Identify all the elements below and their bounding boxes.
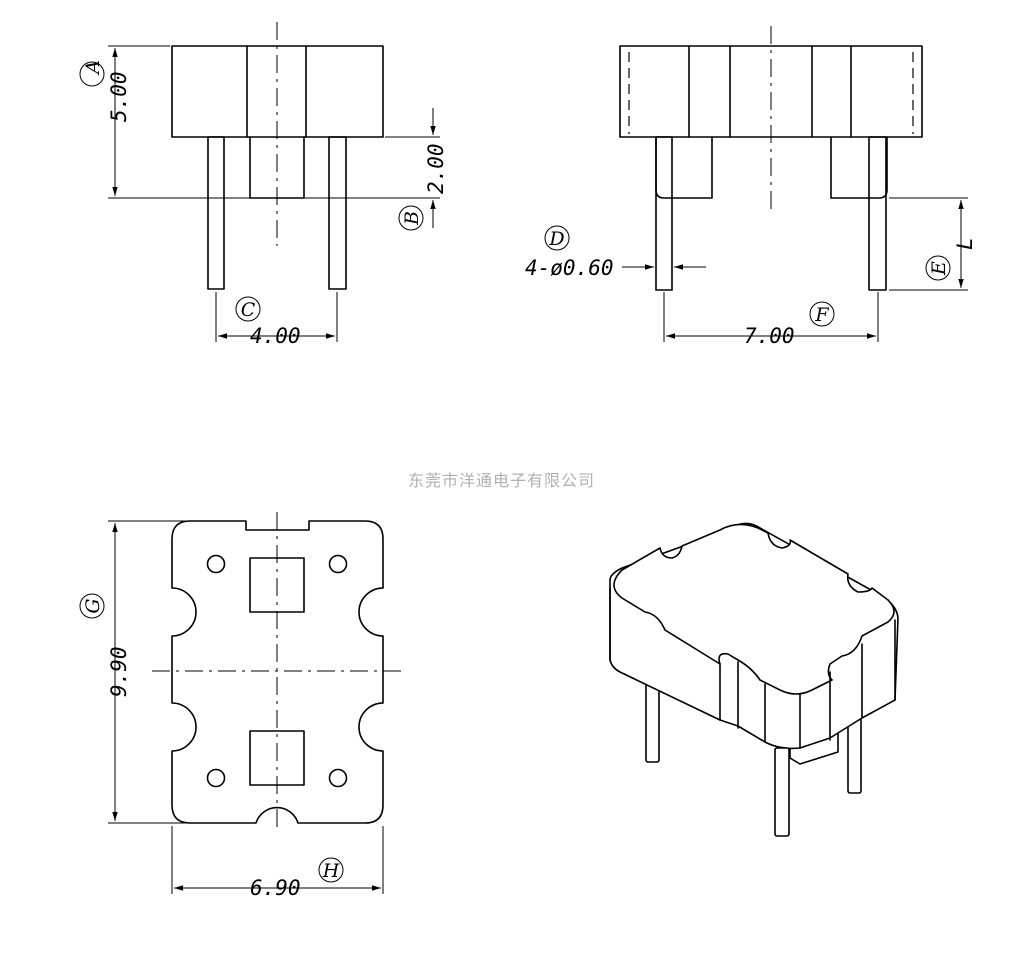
iso-body-top <box>613 523 895 695</box>
dim-l: L <box>953 237 977 250</box>
iso-pin-front <box>774 747 790 837</box>
label-g: G <box>82 598 104 613</box>
label-f: F <box>814 304 829 326</box>
top-width-dim: 6.90 <box>250 876 301 900</box>
label-e: E <box>928 261 950 276</box>
side-pin-left <box>655 136 673 291</box>
isometric-view <box>609 522 899 837</box>
front-pin-pitch-dim: 4.00 <box>250 324 301 348</box>
front-pin-left <box>207 136 225 290</box>
side-pin-right <box>868 136 887 291</box>
front-height-dim: 5.00 <box>107 71 131 122</box>
label-b: B <box>401 211 423 226</box>
side-pin-pitch-dim: 7.00 <box>744 324 795 348</box>
label-d: D <box>548 228 564 250</box>
front-view: 5.00 2.00 4.00 A B C <box>79 22 448 348</box>
label-h: H <box>322 860 340 882</box>
top-outline <box>171 520 384 824</box>
pin-diameter-dim: 4-ø0.60 <box>525 256 614 280</box>
front-pin-right <box>328 136 347 290</box>
side-view: 4-ø0.60 7.00 L D E F <box>525 26 977 348</box>
front-pin-length-dim: 2.00 <box>424 143 448 194</box>
company-watermark: 东莞市洋通电子有限公司 <box>408 471 595 490</box>
top-length-dim: 9.90 <box>107 646 131 697</box>
label-a: A <box>82 60 104 76</box>
label-c: C <box>241 299 256 321</box>
top-view: 9.90 6.90 G H <box>79 512 402 900</box>
